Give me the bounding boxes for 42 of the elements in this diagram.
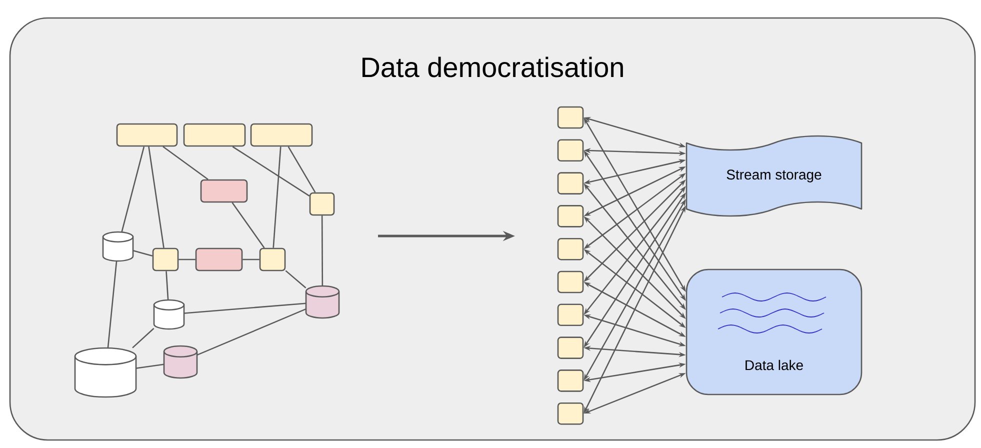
connector [148, 146, 164, 248]
connector [232, 202, 265, 248]
database-cylinder [102, 231, 134, 262]
database-cylinder [163, 345, 198, 379]
component-box [557, 336, 584, 359]
data-lake-box: Data lake [686, 268, 862, 396]
component-box [557, 304, 584, 326]
component-box [250, 123, 313, 147]
connector [121, 146, 145, 232]
component-box [152, 248, 179, 272]
component-box [195, 248, 243, 272]
connector [285, 270, 306, 288]
connector [162, 146, 208, 180]
component-box [183, 123, 246, 147]
connector [242, 258, 260, 260]
connector [184, 302, 306, 314]
component-box [557, 402, 584, 425]
database-cylinder [153, 299, 185, 330]
component-box [557, 370, 584, 392]
component-box [116, 123, 178, 147]
component-box [309, 192, 335, 216]
connector [232, 146, 310, 196]
connector [136, 364, 164, 369]
connector [272, 146, 282, 248]
component-box [557, 270, 584, 294]
connector [288, 146, 316, 193]
connector [321, 216, 324, 286]
component-box [200, 179, 248, 203]
component-box [557, 205, 584, 228]
database-cylinder [305, 285, 340, 319]
connector [178, 258, 196, 260]
component-box [557, 139, 584, 162]
connector [196, 308, 306, 356]
connector [132, 328, 154, 348]
database-cylinder [74, 347, 137, 398]
connector [133, 250, 153, 257]
component-box [557, 172, 584, 194]
connector [107, 261, 118, 348]
component-box [557, 238, 584, 260]
component-box [557, 106, 584, 129]
component-box [259, 248, 286, 272]
connector [166, 271, 169, 300]
